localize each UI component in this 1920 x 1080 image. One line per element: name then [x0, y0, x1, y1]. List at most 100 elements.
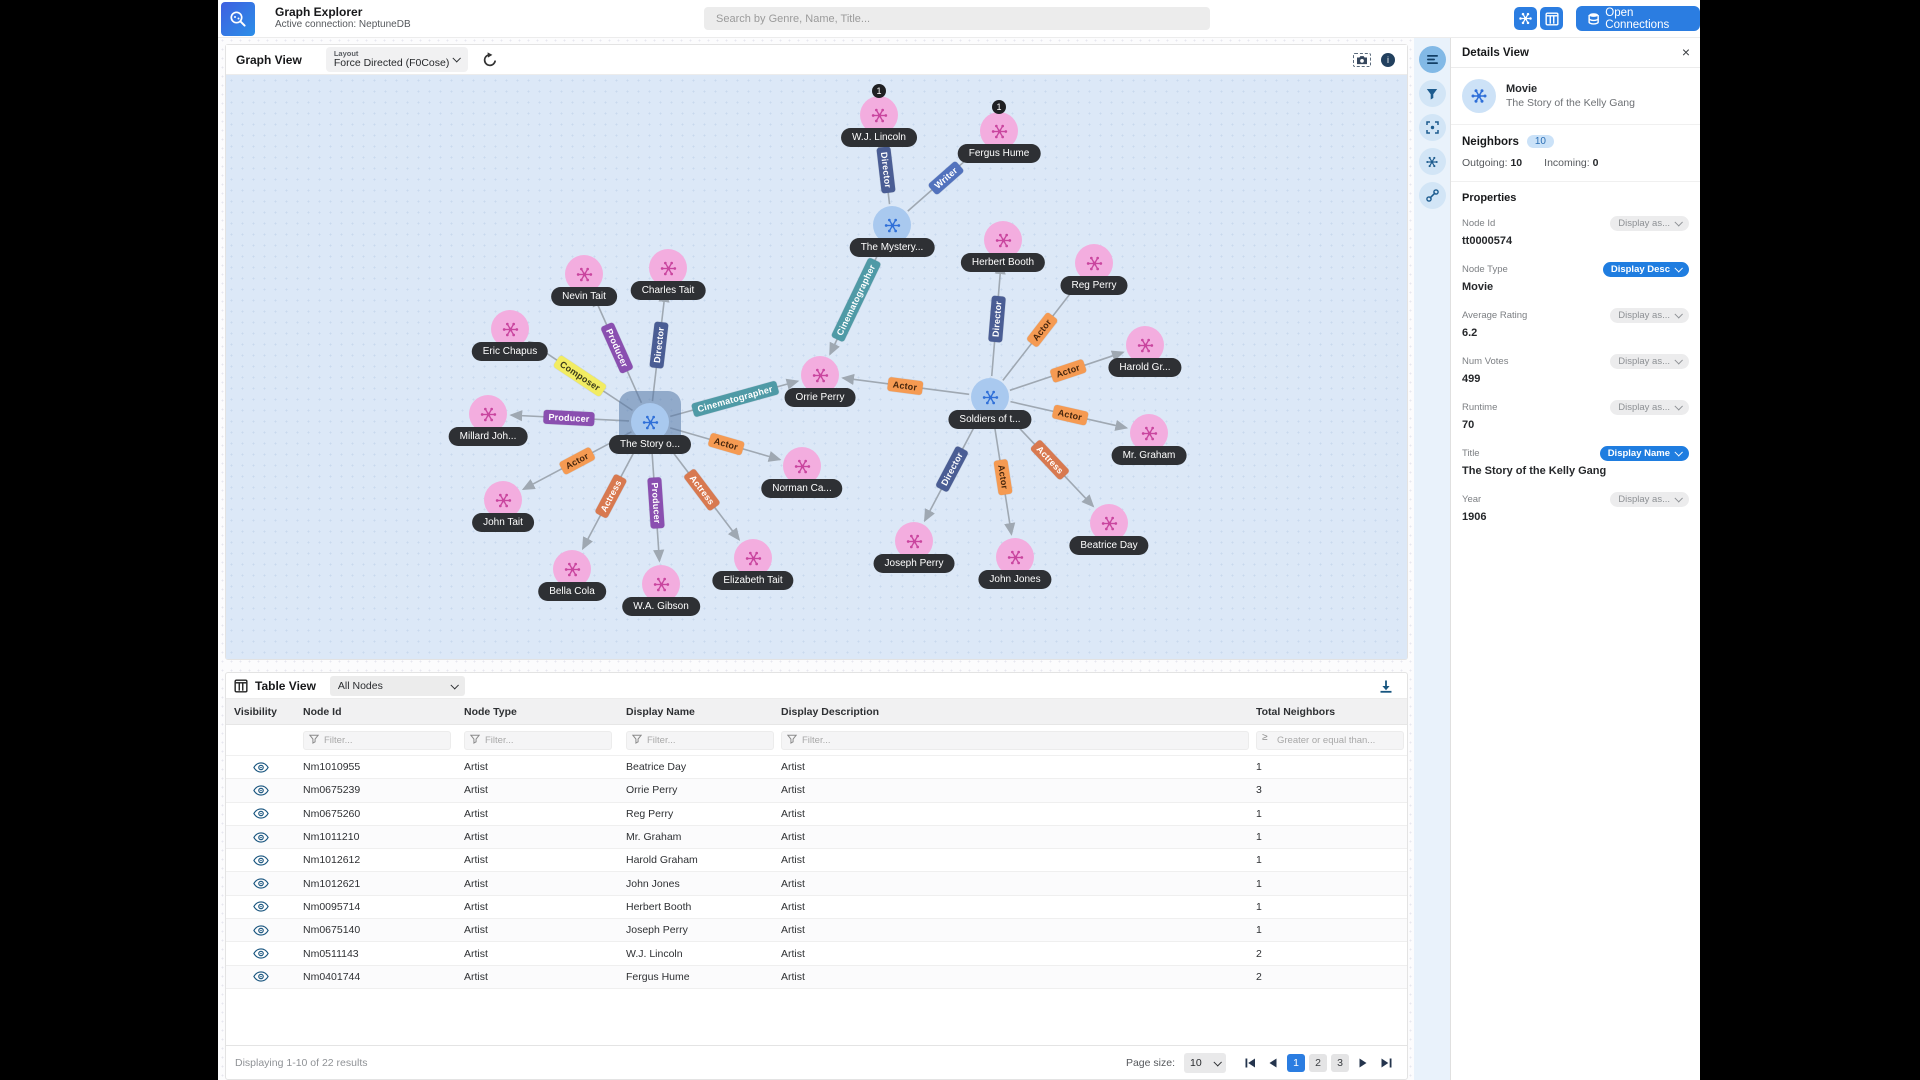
graph-node-label[interactable]: The Mystery... [849, 238, 935, 257]
expand-node-button[interactable] [1418, 148, 1446, 175]
prev-page-button[interactable] [1264, 1054, 1282, 1072]
graph-view-button[interactable] [1514, 7, 1537, 30]
graph-node-millard_joh[interactable] [469, 395, 507, 433]
graph-node-orrie_perry[interactable] [801, 356, 839, 394]
filter-input[interactable] [626, 731, 774, 750]
graph-node-label[interactable]: Mr. Graham [1111, 446, 1187, 465]
filters-panel-button[interactable] [1418, 80, 1446, 107]
graph-node-wj_lincoln[interactable] [860, 96, 898, 134]
visibility-toggle[interactable] [226, 808, 295, 819]
page-button-3[interactable]: 3 [1331, 1053, 1349, 1072]
details-panel-button[interactable] [1418, 46, 1446, 73]
display-as-select[interactable]: Display Desc [1602, 261, 1689, 277]
graph-node-label[interactable]: Orrie Perry [784, 388, 856, 407]
graph-node-label[interactable]: Norman Ca... [761, 479, 843, 498]
graph-node-label[interactable]: Herbert Booth [960, 253, 1046, 272]
download-table-button[interactable] [1379, 679, 1393, 693]
zoom-to-fit-button[interactable] [1418, 114, 1446, 141]
graph-node-wa_gibson[interactable] [642, 565, 680, 603]
visibility-toggle[interactable] [226, 901, 295, 913]
graph-node-label[interactable]: Nevin Tait [551, 287, 617, 306]
graph-node-label[interactable]: Millard Joh... [448, 427, 528, 446]
graph-node-label[interactable]: Joseph Perry [873, 554, 955, 573]
visibility-toggle[interactable] [226, 878, 295, 889]
graph-node-soldiers[interactable] [971, 378, 1009, 416]
graph-node-charles_tait[interactable] [649, 249, 687, 287]
graph-node-mr_graham[interactable] [1130, 414, 1168, 452]
graph-node-story[interactable] [631, 403, 669, 441]
next-page-button[interactable] [1354, 1054, 1372, 1072]
visibility-toggle[interactable] [226, 925, 295, 936]
page-button-1[interactable]: 1 [1287, 1053, 1305, 1072]
graph-node-john_tait[interactable] [484, 481, 522, 519]
graph-node-bella_cola[interactable] [553, 550, 591, 588]
visibility-toggle[interactable] [226, 855, 295, 866]
graph-node-label[interactable]: Eric Chapus [471, 342, 549, 361]
graph-node-elizabeth_tait[interactable] [734, 539, 772, 577]
filter-input[interactable] [464, 731, 612, 750]
info-button[interactable]: i [1381, 53, 1395, 67]
display-as-select[interactable]: Display Name [1599, 445, 1689, 461]
filter-input[interactable] [781, 731, 1249, 750]
graph-node-label[interactable]: Elizabeth Tait [712, 571, 794, 590]
graph-node-fergus_hume[interactable] [980, 112, 1018, 150]
table-view-button[interactable] [1540, 7, 1563, 30]
open-connections-button[interactable]: Open Connections [1576, 6, 1700, 31]
page-size-select[interactable]: 10 [1184, 1052, 1226, 1073]
visibility-toggle[interactable] [226, 762, 295, 773]
last-page-button[interactable] [1377, 1054, 1395, 1072]
display-as-select[interactable]: Display as... [1610, 399, 1689, 415]
graph-node-norman_ca[interactable] [783, 447, 821, 485]
display-as-select[interactable]: Display as... [1610, 307, 1689, 323]
graph-node-nevin_tait[interactable] [565, 255, 603, 293]
first-page-button[interactable] [1241, 1054, 1259, 1072]
search-input[interactable] [704, 7, 1210, 30]
graph-node-joseph_perry[interactable] [895, 522, 933, 560]
visibility-toggle[interactable] [226, 971, 295, 982]
graph-node-label[interactable]: John Tait [472, 513, 534, 532]
visibility-toggle[interactable] [226, 948, 295, 959]
graph-node-label[interactable]: Soldiers of t... [948, 410, 1032, 429]
graph-node-reg_perry[interactable] [1075, 244, 1113, 282]
graph-node-herbert_booth[interactable] [984, 221, 1022, 259]
graph-node-beatrice_day[interactable] [1090, 504, 1128, 542]
graph-node-john_jones[interactable] [996, 538, 1034, 576]
close-icon[interactable]: × [1681, 44, 1690, 60]
graph-node-label[interactable]: Fergus Hume [957, 144, 1041, 163]
graph-node-label[interactable]: Reg Perry [1060, 276, 1128, 295]
graph-node-label[interactable]: John Jones [978, 570, 1052, 589]
re-run-layout-button[interactable] [482, 51, 498, 68]
layout-select[interactable]: Layout Force Directed (F0Cose) [325, 47, 468, 72]
edges-button[interactable] [1418, 182, 1446, 209]
visibility-toggle[interactable] [226, 831, 295, 843]
display-as-select[interactable]: Display as... [1610, 215, 1689, 231]
graph-node-label[interactable]: W.J. Lincoln [841, 128, 917, 147]
neighbors-filter-input[interactable] [1256, 731, 1404, 750]
graph-node-harold_gr[interactable] [1126, 326, 1164, 364]
filter-input[interactable] [303, 731, 451, 750]
display-as-select[interactable]: Display as... [1610, 353, 1689, 369]
visibility-toggle[interactable] [226, 785, 295, 796]
graph-node-label[interactable]: Bella Cola [538, 582, 606, 601]
page-button-2[interactable]: 2 [1309, 1053, 1327, 1072]
display-as-select[interactable]: Display as... [1610, 491, 1689, 507]
graph-node-mystery[interactable] [873, 206, 911, 244]
graph-node-eric_chapus[interactable] [491, 310, 529, 348]
screenshot-button[interactable] [1353, 53, 1371, 67]
graph-node-label[interactable]: Charles Tait [630, 281, 706, 300]
graph-node-label[interactable]: Harold Gr... [1108, 358, 1182, 377]
table-scope-select[interactable]: All Nodes [329, 675, 465, 696]
graph-node-label[interactable]: W.A. Gibson [622, 597, 700, 616]
graph-node-label[interactable]: Beatrice Day [1069, 536, 1149, 555]
